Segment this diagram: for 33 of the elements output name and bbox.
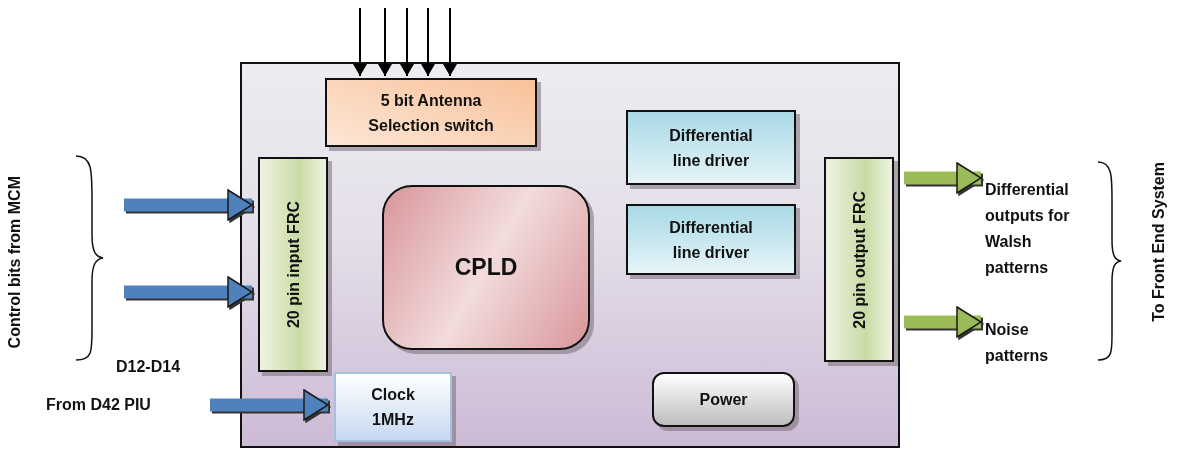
block-arrow [124,189,253,221]
side-label: Control bits from MCM [6,176,24,349]
power-block [652,372,795,427]
caption-text: Noise patterns [985,320,1050,366]
block-arrow [904,162,982,194]
block-label: CPLD [454,255,518,280]
block-label: Power [699,390,748,410]
connector-block [258,157,328,372]
connector-block [824,157,894,362]
cpld-block [382,185,590,350]
arrow [378,7,392,77]
clock-block [334,372,452,442]
arrow [353,7,367,77]
caption-text: From D42 PIU [46,395,151,415]
driver-block [626,110,796,185]
arrow [400,7,414,77]
switch-block [325,78,537,147]
board-panel [240,62,900,448]
block-arrow [904,306,982,338]
signal-label: D12-D14 [116,358,181,376]
driver-block [626,204,796,275]
caption-text: Differential outputs for Walsh patterns [985,180,1071,278]
side-label: To Front End System [1150,162,1168,322]
arrow [421,7,435,77]
arrow [443,7,457,77]
block-label: Clock 1MHz [370,385,416,430]
block-label: 20 pin output FRC [849,190,869,329]
block-label: 20 pin input FRC [283,200,303,329]
block-label: 5 bit Antenna Selection switch [367,90,495,136]
block-arrow [124,276,253,308]
block-arrow [210,389,329,421]
block-label: Differential line driver [668,217,754,263]
block-label: Differential line driver [668,125,754,171]
